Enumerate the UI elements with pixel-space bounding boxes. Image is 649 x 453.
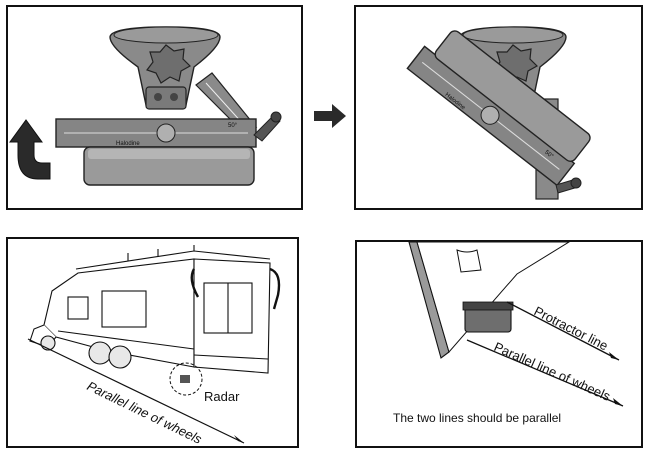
radar-highlight (169, 362, 203, 396)
mount-before-illustration: Halodine 50° (9, 26, 282, 186)
rv-illustration: Radar Parallel line of wheels (27, 245, 281, 447)
parallel-illustration: Protractor line Parallel line of wheels … (393, 242, 624, 425)
wheels-label: Parallel line of wheels (85, 378, 205, 447)
mount-after-illustration: Halodine 50° (406, 26, 591, 200)
angle-label: 50° (543, 150, 554, 161)
radar-label: Radar (204, 389, 240, 404)
wheel-line (27, 338, 245, 444)
rotate-arrow-icon (9, 119, 51, 180)
panel-parallel-lines: Protractor line Parallel line of wheels … (355, 240, 643, 448)
radar-unit (434, 30, 591, 162)
protractor-line (506, 301, 620, 361)
parallel-note: The two lines should be parallel (393, 411, 561, 425)
panel-rv-radar: Radar Parallel line of wheels (6, 237, 299, 448)
rear-wheel (88, 341, 112, 365)
star-knob (146, 44, 191, 84)
wheel-line (466, 339, 624, 407)
panel-mount-after: Halodine 50° (354, 5, 643, 210)
radar-unit (180, 375, 190, 383)
brand-label: Halodine (116, 141, 140, 147)
next-step-arrow-icon (314, 104, 346, 128)
protractor-label: Protractor line (532, 303, 611, 353)
angle-label: 50° (228, 123, 238, 129)
panel-mount-before: Halodine 50° (6, 5, 303, 210)
